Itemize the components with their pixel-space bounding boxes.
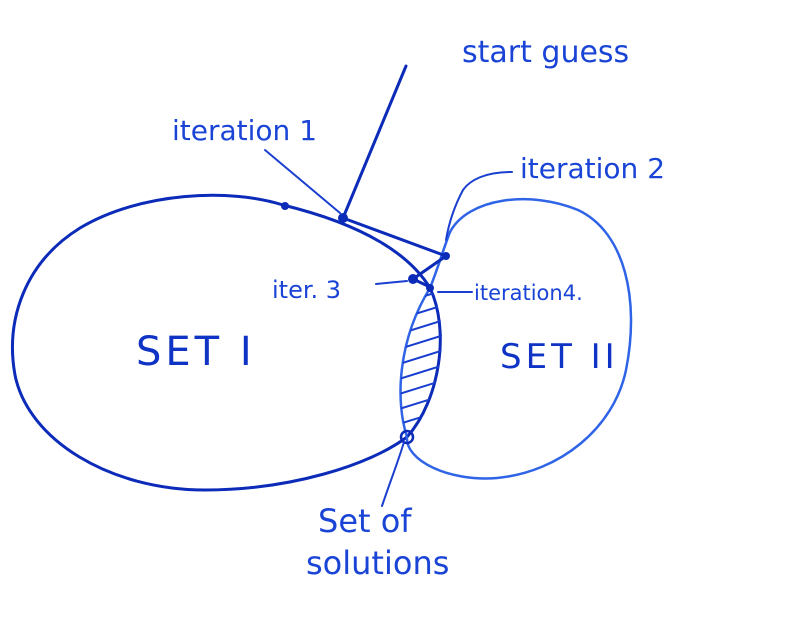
iteration-2-label: iteration 2 xyxy=(520,152,665,185)
iter-3-label: iter. 3 xyxy=(272,276,341,304)
solutions-label-line1: Set of xyxy=(318,502,412,540)
solution-point xyxy=(399,429,415,445)
set-2-label: SET II xyxy=(500,337,619,377)
iteration-4-label: iteration4. xyxy=(474,281,583,305)
boundary-mark-point xyxy=(281,202,289,210)
solutions-label-line2: solutions xyxy=(306,544,449,582)
iteration-2-leader xyxy=(445,171,513,241)
iteration-4-point xyxy=(426,284,434,292)
iteration-1-leader xyxy=(264,149,341,214)
set-1-label: SET I xyxy=(136,329,256,375)
iteration-1-point xyxy=(338,213,348,223)
solutions-leader xyxy=(381,441,405,507)
set-2-boundary xyxy=(399,197,633,480)
iteration-2-point xyxy=(442,252,450,260)
iteration-path xyxy=(341,64,448,289)
iteration-1-label: iteration 1 xyxy=(172,114,317,147)
iteration-3-point xyxy=(408,274,418,284)
start-guess-label: start guess xyxy=(462,35,629,70)
iter-3-leader xyxy=(375,280,408,285)
